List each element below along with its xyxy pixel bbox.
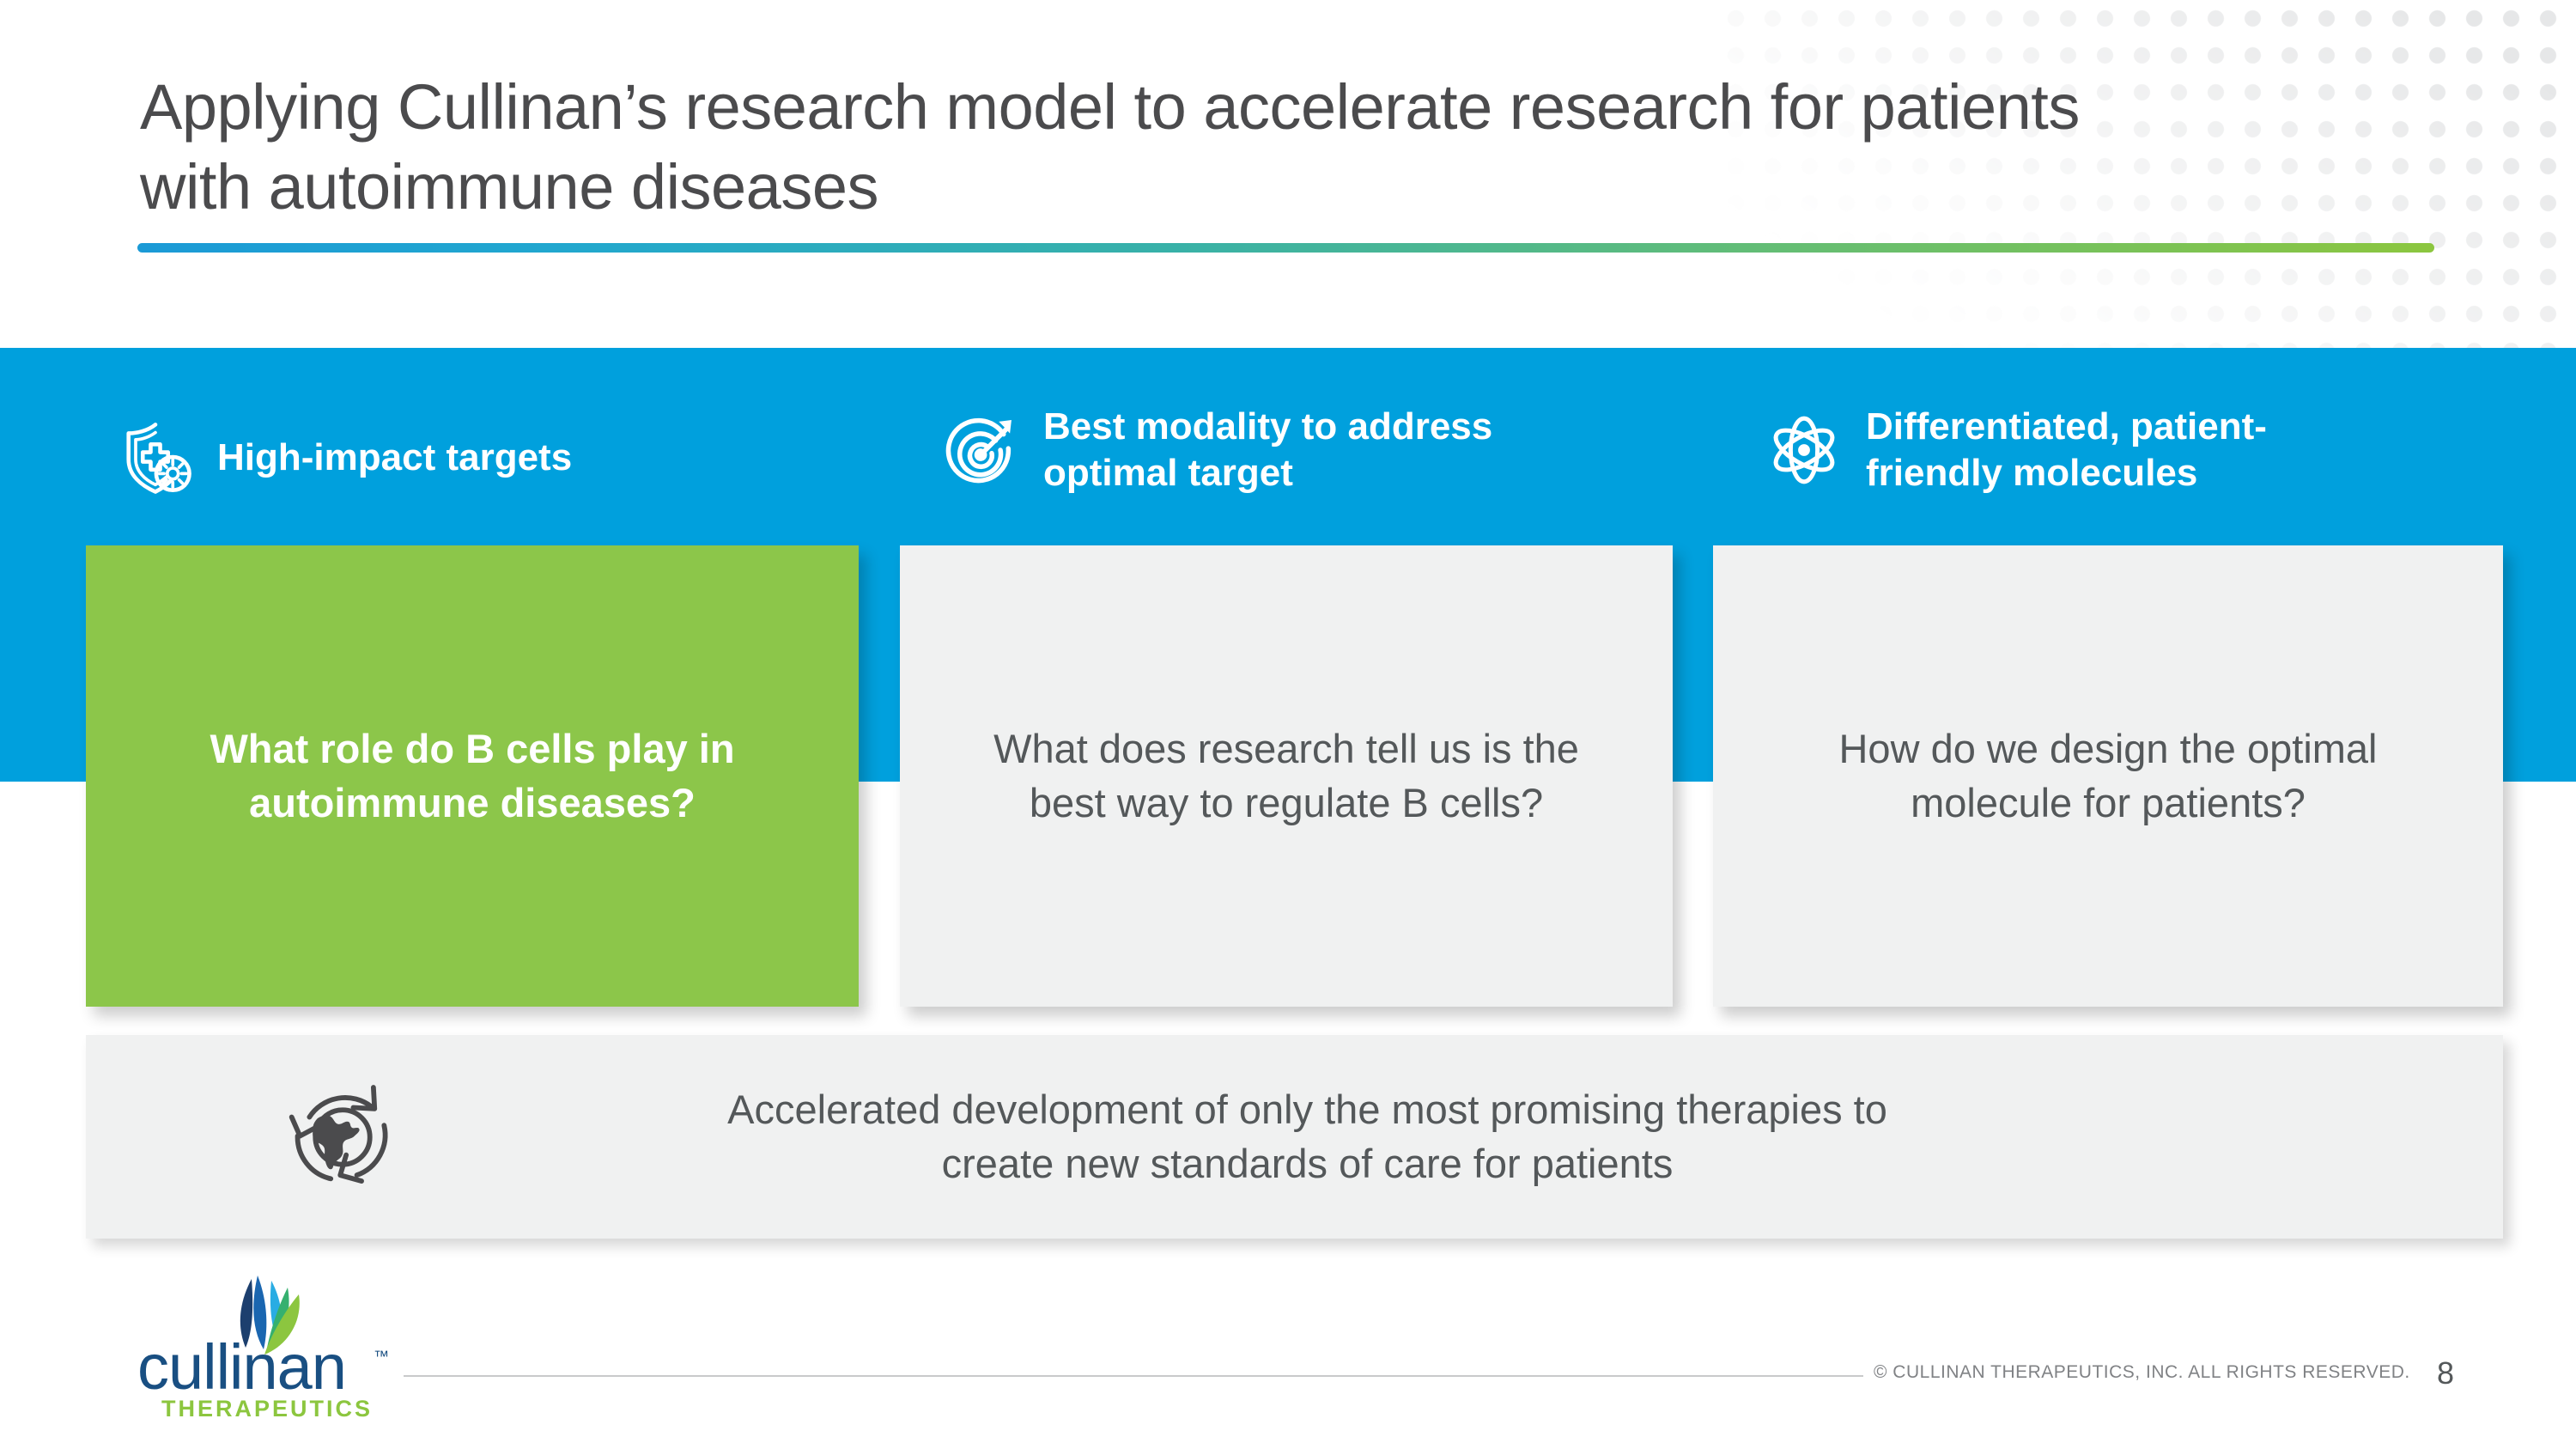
svg-text:THERAPEUTICS: THERAPEUTICS xyxy=(161,1396,373,1422)
question-card-text: What role do B cells play in autoimmune … xyxy=(210,726,735,825)
column-header-best-modality: Best modality to address optimal target xyxy=(942,404,1492,496)
title-gradient-rule xyxy=(137,243,2434,253)
column-header-high-impact-targets: High-impact targets xyxy=(116,418,572,497)
question-card-high-impact-targets[interactable]: What role do B cells play in autoimmune … xyxy=(86,545,859,1007)
shield-medical-gear-icon xyxy=(126,423,191,494)
column-header-differentiated-molecules: Differentiated, patient- friendly molecu… xyxy=(1765,404,2267,496)
question-card-text: How do we design the optimal molecule fo… xyxy=(1838,726,2378,825)
accelerated-development-banner: Accelerated development of only the most… xyxy=(86,1035,2503,1239)
column-header-label: Differentiated, patient- friendly molecu… xyxy=(1866,405,2267,494)
question-card-text: What does research tell us is the best w… xyxy=(993,726,1579,825)
banner-text: Accelerated development of only the most… xyxy=(727,1087,1887,1186)
copyright-notice: © CULLINAN THERAPEUTICS, INC. ALL RIGHTS… xyxy=(1874,1362,2410,1382)
cullinan-therapeutics-logo: cullinan ™ THERAPEUTICS xyxy=(137,1275,389,1422)
svg-text:cullinan: cullinan xyxy=(137,1331,346,1403)
svg-text:™: ™ xyxy=(374,1348,389,1365)
atom-molecule-icon xyxy=(1773,416,1835,484)
footer-divider-rule xyxy=(404,1375,1863,1377)
page-title: Applying Cullinan’s research model to ac… xyxy=(140,71,2080,223)
page-number: 8 xyxy=(2437,1355,2455,1391)
question-card-best-modality[interactable]: What does research tell us is the best w… xyxy=(900,545,1673,1007)
question-card-differentiated-molecules[interactable]: How do we design the optimal molecule fo… xyxy=(1713,545,2503,1007)
globe-recycle-arrows-icon xyxy=(289,1085,388,1184)
column-header-label: Best modality to address optimal target xyxy=(1043,405,1493,494)
target-bullseye-arrow-icon xyxy=(945,417,1012,483)
column-header-label: High-impact targets xyxy=(217,436,573,479)
